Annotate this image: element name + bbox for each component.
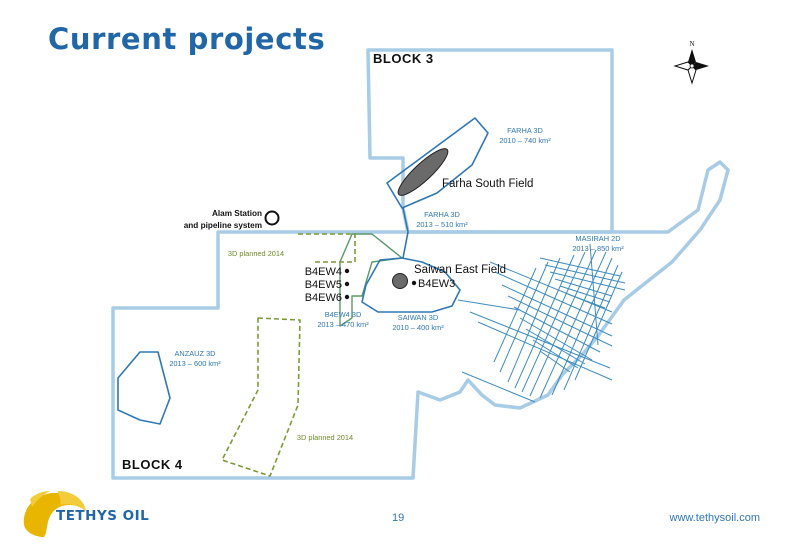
footer-logo-text: TETHYS OIL (56, 508, 150, 524)
planned-3d-2014-north-outline (298, 233, 356, 263)
well-b4ew4-dot (344, 268, 350, 274)
b4ew4-3d-detail: 2013 – 470 km² (317, 320, 369, 329)
compass-rose-icon: N (673, 40, 709, 85)
b4ew4-3d-name: B4EW4 3D (325, 310, 362, 319)
farha-3d-2013-detail: 2013 – 510 km² (416, 220, 468, 229)
farha-3d-2013-outline (402, 207, 409, 259)
anzauz-3d-detail: 2013 – 600 km² (169, 359, 221, 368)
farha-south-field-label: Farha South Field (442, 178, 533, 190)
block-3-boundary (366, 48, 614, 234)
well-b4ew5-dot (344, 281, 350, 287)
planned-3d-2014-north-label: 3D planned 2014 (228, 249, 284, 258)
compass-north-label: N (689, 40, 694, 48)
well-b4ew6-dot (344, 294, 350, 300)
page-number: 19 (392, 512, 405, 524)
well-b4ew3-dot (411, 280, 417, 286)
well-b4ew4-label: B4EW4 (305, 266, 342, 278)
planned-3d-2014-south-outline (221, 317, 301, 477)
well-b4ew3-label: B4EW3 (418, 278, 455, 290)
planned-3d-2014-south-label: 3D planned 2014 (297, 433, 353, 442)
saiwan-east-field (392, 273, 408, 289)
well-b4ew6-label: B4EW6 (305, 292, 342, 304)
masirah-2d-detail: 2013 – 850 km² (572, 244, 624, 253)
masirah-2d-name: MASIRAH 2D (575, 234, 620, 243)
alam-station-label-line2: and pipeline system (184, 221, 262, 230)
farha-south-field (397, 148, 449, 196)
well-b4ew5-label: B4EW5 (305, 279, 342, 291)
globe-logo-icon (23, 491, 86, 537)
anzauz-3d-outline (117, 351, 171, 425)
page-title: Current projects (48, 22, 326, 56)
masirah-2d-lines (457, 243, 626, 403)
farha-3d-2010-detail: 2010 – 740 km² (499, 136, 551, 145)
saiwan-east-field-label: Saiwan East Field (414, 264, 506, 276)
alam-station-label-line1: Alam Station (212, 209, 262, 218)
anzauz-3d-name: ANZAUZ 3D (174, 349, 215, 358)
b4ew4-3d-outline (339, 233, 403, 327)
saiwan-3d-name: SAIWAN 3D (398, 313, 438, 322)
saiwan-3d-detail: 2010 – 400 km² (392, 323, 444, 332)
block-4-label: BLOCK 4 (122, 457, 183, 472)
footer-website-link[interactable]: www.tethysoil.com (669, 512, 760, 524)
station-circle-icon (264, 210, 280, 226)
farha-3d-2013-name: FARHA 3D (424, 210, 460, 219)
farha-3d-2010-outline (386, 117, 489, 209)
block-3-label: BLOCK 3 (373, 51, 434, 66)
saiwan-3d-outline (361, 257, 461, 313)
block-4-boundary (111, 160, 730, 480)
farha-3d-2010-name: FARHA 3D (507, 126, 543, 135)
